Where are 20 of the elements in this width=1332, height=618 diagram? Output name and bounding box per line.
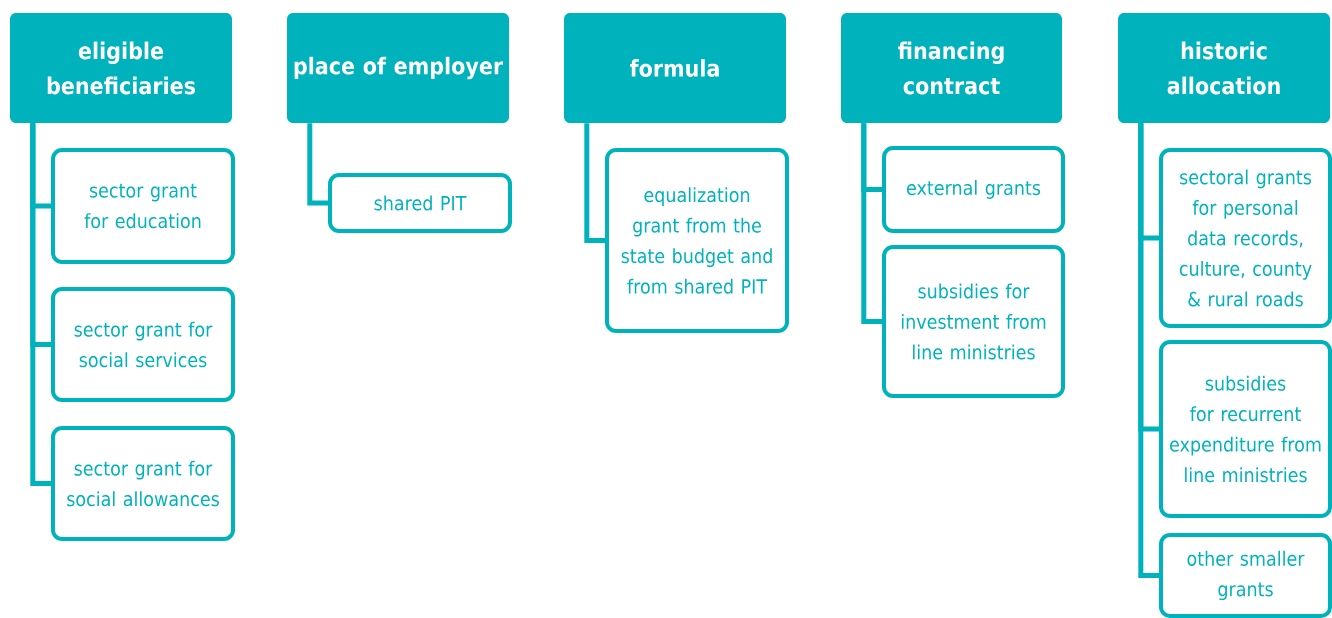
grant-box: equalization grant from the state budget and from shared PIT	[605, 148, 789, 333]
connector-line	[1138, 123, 1159, 578]
category-box: formula	[564, 13, 786, 123]
grant-box: sector grant for social allowances	[51, 426, 235, 541]
grant-box: shared PIT	[328, 173, 512, 233]
grant-box: sector grant for social services	[51, 287, 235, 402]
connector-line	[584, 123, 605, 243]
connector-line	[30, 123, 51, 486]
category-box: eligible beneficiaries	[10, 13, 232, 123]
grant-box: subsidies for recurrent expenditure from line ministries	[1159, 340, 1332, 518]
connector-line	[307, 123, 328, 206]
connector-line	[861, 123, 882, 324]
grant-box: external grants	[882, 146, 1065, 233]
grant-box: subsidies for investment from line ministries	[882, 245, 1065, 398]
category-box: historic allocation	[1118, 13, 1330, 123]
category-box: financing contract	[841, 13, 1062, 123]
grant-box: sector grant for education	[51, 148, 235, 264]
grant-box: sectoral grants for personal data records, culture, county & rural roads	[1159, 148, 1332, 328]
category-box: place of employer	[287, 13, 509, 123]
grant-box: other smaller grants	[1159, 533, 1332, 618]
